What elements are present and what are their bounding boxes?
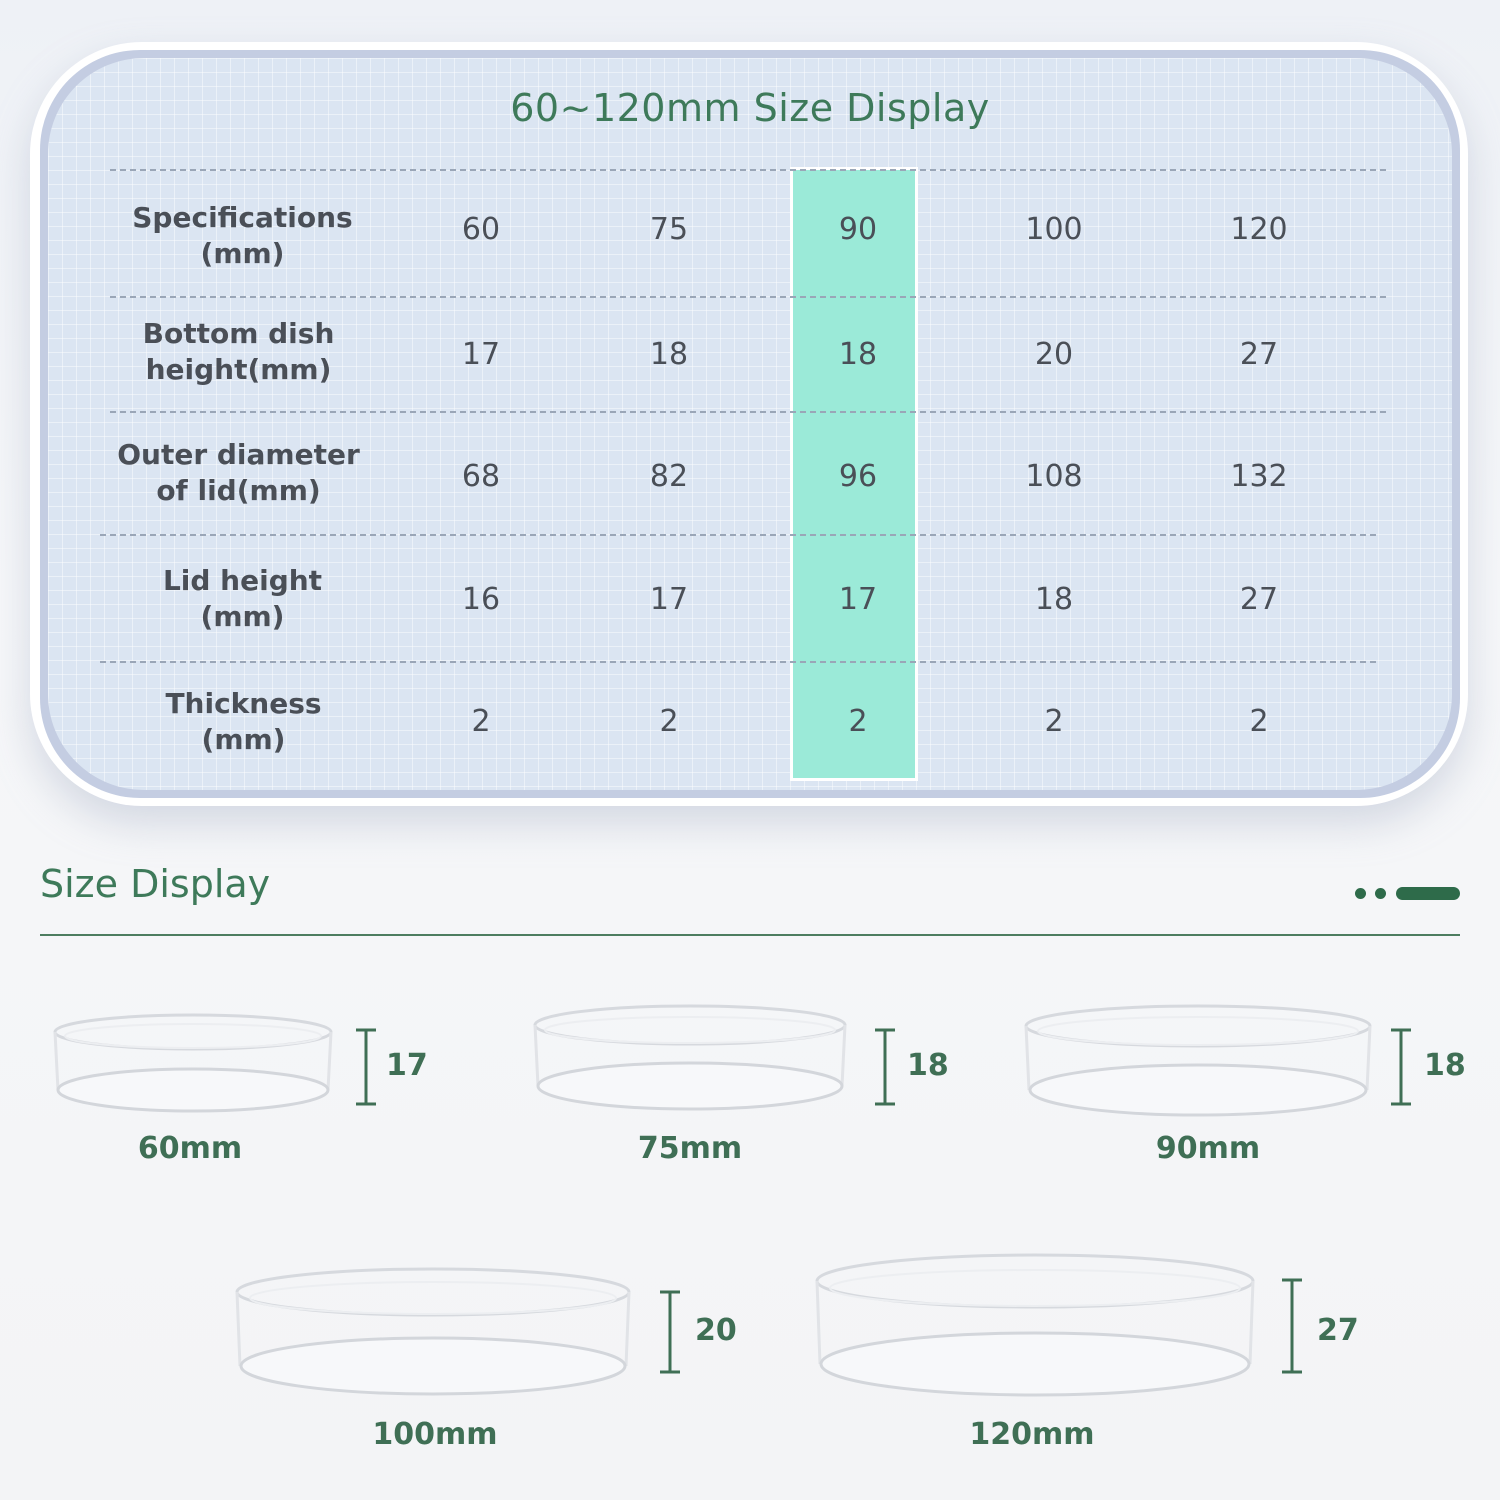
row-label-lid-height: Lid height (mm) (100, 563, 385, 635)
table-cell: 90 (838, 212, 878, 247)
row-label-line: Thickness (165, 687, 322, 720)
table-cell: 108 (1025, 459, 1083, 494)
table-cell: 2 (848, 704, 868, 739)
table-cell: 2 (1249, 704, 1269, 739)
petri-dish-120 (815, 1253, 1255, 1397)
row-label-line: Lid height (162, 564, 323, 597)
highlight-column-90 (793, 170, 915, 778)
row-divider (100, 661, 1376, 663)
row-label-line: of lid(mm) (156, 474, 321, 507)
table-cell: 17 (838, 582, 878, 617)
table-cell: 18 (1034, 582, 1074, 617)
table-cell: 27 (1239, 337, 1279, 372)
height-value: 20 (695, 1313, 737, 1348)
table-cell: 68 (461, 459, 501, 494)
row-label-line: height(mm) (145, 353, 332, 386)
table-cell: 60 (461, 212, 501, 247)
table-cell: 18 (649, 337, 689, 372)
section-title: Size Display (40, 862, 271, 906)
row-label-line: Outer diameter (117, 438, 360, 471)
petri-dish-75 (533, 1004, 847, 1111)
row-label-specifications: Specifications (mm) (100, 200, 385, 272)
table-cell: 17 (461, 337, 501, 372)
table-cell: 20 (1034, 337, 1074, 372)
dimension-bracket (356, 1028, 376, 1106)
dimension-bracket (1282, 1278, 1302, 1374)
table-cell: 82 (649, 459, 689, 494)
height-value: 18 (907, 1048, 949, 1083)
dimension-bracket (1391, 1028, 1411, 1106)
table-title: 60~120mm Size Display (510, 86, 990, 130)
table-cell: 120 (1230, 212, 1288, 247)
row-label-line: Bottom dish (142, 317, 335, 350)
table-cell: 17 (649, 582, 689, 617)
table-cell: 96 (838, 459, 878, 494)
dish-size-label: 90mm (1155, 1131, 1261, 1166)
row-divider (110, 169, 1386, 171)
petri-dish-90 (1024, 1004, 1372, 1117)
row-divider (110, 411, 1386, 413)
decor-pill (1396, 887, 1460, 900)
decor-dot (1375, 888, 1386, 899)
row-label-thickness: Thickness (mm) (101, 686, 386, 758)
table-cell: 132 (1230, 459, 1288, 494)
dish-size-label: 100mm (372, 1417, 498, 1452)
table-cell: 2 (1044, 704, 1064, 739)
table-cell: 27 (1239, 582, 1279, 617)
height-value: 27 (1317, 1313, 1359, 1348)
table-cell: 2 (659, 704, 679, 739)
dish-size-label: 75mm (637, 1131, 743, 1166)
row-label-bottom-dish-height: Bottom dish height(mm) (96, 316, 381, 388)
height-value: 18 (1424, 1048, 1466, 1083)
table-cell: 75 (649, 212, 689, 247)
table-card (48, 58, 1452, 790)
row-label-line: Specifications (132, 201, 353, 234)
row-label-line: (mm) (200, 237, 285, 270)
decor-dot (1355, 888, 1366, 899)
row-divider (110, 296, 1386, 298)
dish-size-label: 60mm (137, 1131, 243, 1166)
dimension-bracket (660, 1290, 680, 1374)
row-label-line: (mm) (200, 600, 285, 633)
section-divider (40, 934, 1460, 936)
height-value: 17 (386, 1048, 428, 1083)
dish-size-label: 120mm (969, 1417, 1095, 1452)
petri-dish-60 (53, 1013, 333, 1113)
table-cell: 100 (1025, 212, 1083, 247)
row-label-outer-diameter: Outer diameter of lid(mm) (96, 437, 381, 509)
table-cell: 16 (461, 582, 501, 617)
row-divider (100, 534, 1376, 536)
table-cell: 18 (838, 337, 878, 372)
dimension-bracket (875, 1028, 895, 1106)
row-label-line: (mm) (201, 723, 286, 756)
petri-dish-100 (235, 1267, 631, 1396)
table-cell: 2 (471, 704, 491, 739)
